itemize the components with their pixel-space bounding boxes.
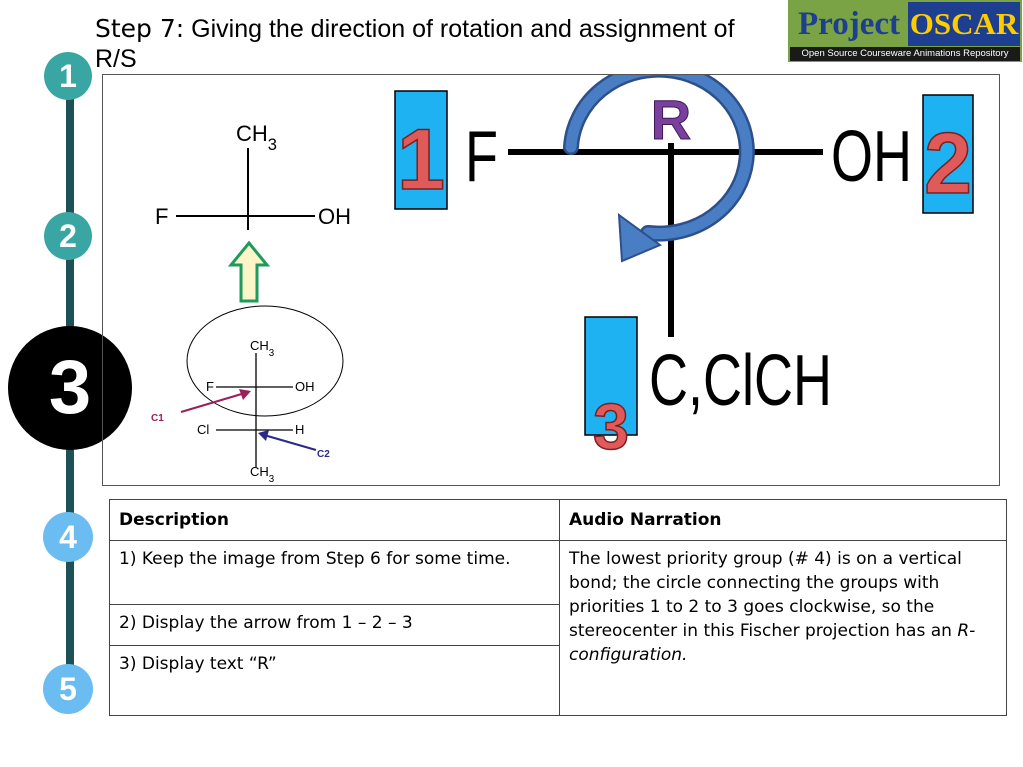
c2-label: C2 <box>317 449 330 460</box>
narration-configuration: R-configuration. <box>569 621 976 665</box>
step-label: Step 7: <box>95 14 185 43</box>
large-bottom-label: C,ClCH <box>649 341 832 421</box>
page-title: Step 7: Giving the direction of rotation… <box>95 14 735 74</box>
zoom-ellipse <box>186 305 344 417</box>
configuration-label: R <box>651 88 691 151</box>
c2-arrow <box>263 433 317 452</box>
c1-arrow <box>180 391 246 414</box>
small-top-label: CH3 <box>236 121 277 154</box>
project-oscar-logo: Project OSCAR Open Source Courseware Ani… <box>788 0 1022 62</box>
logo-subtitle: Open Source Courseware Animations Reposi… <box>790 47 1020 61</box>
fischer-diagram: CH3 F OH CH3 F OH Cl H CH3 C1 C2 <box>151 61 974 485</box>
small-fischer-projection: CH3 F OH <box>155 121 351 230</box>
up-arrow-icon <box>227 240 271 303</box>
zoom-fischer-projection: CH3 F OH Cl H CH3 C1 C2 <box>151 305 344 485</box>
description-row-1: 1) Keep the image from Step 6 for some t… <box>109 540 560 605</box>
description-row-3: 3) Display text “R” <box>109 645 560 716</box>
audio-narration-cell: The lowest priority group (# 4) is on a … <box>559 540 1007 716</box>
step-2-button[interactable]: 2 <box>44 212 92 260</box>
priority-2-box <box>922 94 974 214</box>
large-left-label: F <box>465 117 498 197</box>
small-right-label: OH <box>318 204 351 229</box>
zoom-bottom-label: CH3 <box>250 464 274 485</box>
narration-text: The lowest priority group (# 4) is on a … <box>569 549 962 641</box>
zoom-row2-right: H <box>295 422 304 437</box>
audio-narration-header: Audio Narration <box>559 499 1007 541</box>
title-text: Giving the direction of rotation and ass… <box>95 15 735 73</box>
step-1-button[interactable]: 1 <box>44 52 92 100</box>
step-4-button[interactable]: 4 <box>43 512 93 562</box>
logo-project-text: Project <box>790 2 908 46</box>
description-row-2: 2) Display the arrow from 1 – 2 – 3 <box>109 604 560 646</box>
step-5-button[interactable]: 5 <box>43 664 93 714</box>
rotation-arrow <box>563 61 755 263</box>
priority-1-box <box>394 90 448 210</box>
description-header: Description <box>109 499 560 541</box>
small-left-label: F <box>155 204 168 229</box>
c1-label: C1 <box>151 413 164 424</box>
priority-3-number: 3 <box>593 391 629 463</box>
logo-oscar-text: OSCAR <box>908 2 1020 46</box>
diagram-panel: CH3 F OH CH3 F OH Cl H CH3 C1 C2 <box>102 61 1000 486</box>
large-fischer-projection: 1 2 3 F OH C,ClCH <box>394 90 974 464</box>
priority-2-number: 2 <box>924 116 972 212</box>
zoom-top-label: CH3 <box>250 338 274 359</box>
zoom-row2-left: Cl <box>197 422 209 437</box>
zoom-row1-right: OH <box>295 379 315 394</box>
description-table: Description Audio Narration 1) Keep the … <box>109 499 1007 716</box>
step-3-button-active[interactable]: 3 <box>8 326 132 450</box>
priority-3-box <box>584 316 638 436</box>
c1-arrowhead-icon <box>239 389 251 400</box>
priority-1-number: 1 <box>397 112 445 208</box>
large-right-label: OH <box>831 117 912 197</box>
zoom-row1-left: F <box>206 379 214 394</box>
rotation-arc <box>565 64 753 240</box>
rotation-arrowhead-icon <box>617 212 663 263</box>
c2-arrowhead-icon <box>258 430 269 441</box>
